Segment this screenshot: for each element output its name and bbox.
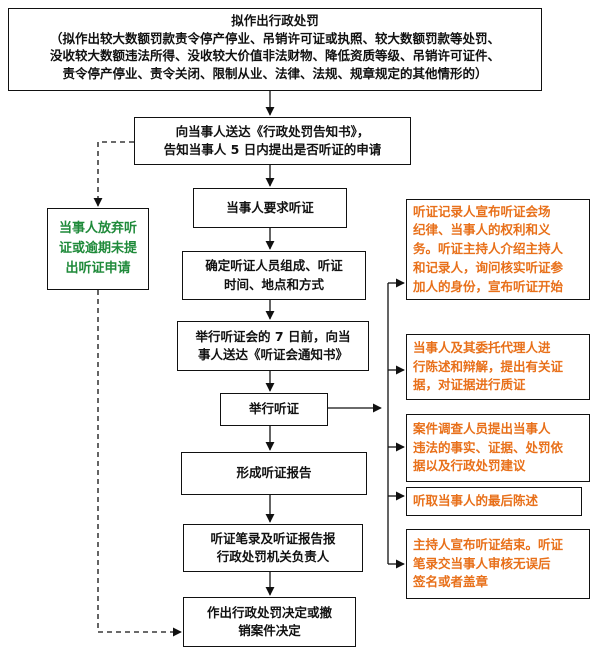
notice-box: 举行听证会的 7 日前，向当 事人送达《听证会通知书》 bbox=[177, 321, 369, 371]
step3-text: 案件调查人员提出当事人 违法的事实、证据、处罚依 据以及行政处罚建议 bbox=[413, 420, 564, 474]
step2-text: 当事人及其委托代理人进 行陈述和辩解，提出有关证 据，对证据进行质证 bbox=[413, 339, 564, 393]
step4-text: 听取当事人的最后陈述 bbox=[413, 493, 539, 509]
notify-text: 向当事人送达《行政处罚告知书》， 告知当事人 5 日内提出是否听证的申请 bbox=[163, 123, 382, 157]
determine-box: 确定听证人员组成、听证 时间、地点和方式 bbox=[182, 251, 366, 300]
submit-box: 听证笔录及听证报告报 行政处罚机关负责人 bbox=[183, 524, 363, 572]
step4-box: 听取当事人的最后陈述 bbox=[406, 487, 582, 516]
step5-text: 主持人宣布听证结束。听证 笔录交当事人审核无误后 签名或者盖章 bbox=[413, 536, 564, 590]
step1-text: 听证记录人宣布听证会场 纪律、当事人的权利和义 务。听证主持人介绍主持人 和记录… bbox=[413, 203, 564, 294]
title-box: 拟作出行政处罚 （拟作出较大数额罚款责令停产停业、吊销许可证或执照、较大数额罚款… bbox=[8, 8, 542, 91]
request-box: 当事人要求听证 bbox=[193, 188, 347, 228]
notify-box: 向当事人送达《行政处罚告知书》， 告知当事人 5 日内提出是否听证的申请 bbox=[134, 117, 411, 165]
title-subtext: （拟作出较大数额罚款责令停产停业、吊销许可证或执照、较大数额罚款等处罚、 没收较… bbox=[49, 30, 500, 81]
hold-hearing-box: 举行听证 bbox=[220, 393, 328, 426]
notice-text: 举行听证会的 7 日前，向当 事人送达《听证会通知书》 bbox=[195, 328, 351, 362]
waive-text: 当事人放弃听 证或逾期未提 出听证申请 bbox=[58, 220, 137, 277]
determine-text: 确定听证人员组成、听证 时间、地点和方式 bbox=[205, 258, 343, 292]
decision-box: 作出行政处罚决定或撤 销案件决定 bbox=[183, 597, 356, 647]
step2-box: 当事人及其委托代理人进 行陈述和辩解，提出有关证 据，对证据进行质证 bbox=[406, 334, 590, 400]
submit-text: 听证笔录及听证报告报 行政处罚机关负责人 bbox=[210, 530, 336, 564]
step1-box: 听证记录人宣布听证会场 纪律、当事人的权利和义 务。听证主持人介绍主持人 和记录… bbox=[406, 199, 590, 300]
decision-text: 作出行政处罚决定或撤 销案件决定 bbox=[206, 604, 332, 638]
request-text: 当事人要求听证 bbox=[226, 199, 314, 215]
title-heading: 拟作出行政处罚 bbox=[231, 13, 319, 28]
step5-box: 主持人宣布听证结束。听证 笔录交当事人审核无误后 签名或者盖章 bbox=[406, 529, 590, 599]
step3-box: 案件调查人员提出当事人 违法的事实、证据、处罚依 据以及行政处罚建议 bbox=[406, 414, 590, 482]
report-text: 形成听证报告 bbox=[236, 465, 312, 481]
hold-hearing-text: 举行听证 bbox=[248, 401, 299, 417]
waive-box: 当事人放弃听 证或逾期未提 出听证申请 bbox=[47, 208, 149, 290]
report-box: 形成听证报告 bbox=[181, 452, 367, 495]
